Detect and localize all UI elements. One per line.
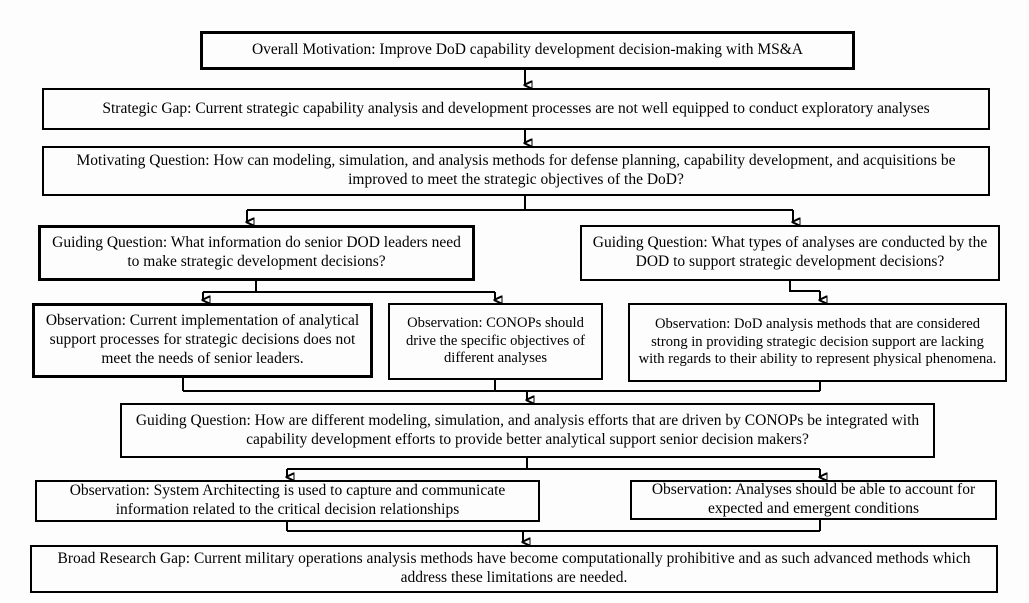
node-strategic-gap: Strategic Gap: Current strategic capabil…	[42, 88, 990, 130]
connector	[287, 458, 820, 470]
node-guiding-question-right: Guiding Question: What types of analyses…	[580, 225, 1000, 281]
node-observation-analytical-support: Observation: Current implementation of a…	[32, 303, 373, 378]
node-overall-motivation: Overall Motivation: Improve DoD capabili…	[200, 31, 855, 70]
node-observation-conditions: Observation: Analyses should be able to …	[630, 480, 997, 520]
node-guiding-question-integration: Guiding Question: How are different mode…	[120, 403, 935, 458]
node-observation-system-architecting: Observation: System Architecting is used…	[35, 480, 540, 522]
connector	[203, 281, 495, 293]
node-observation-conops: Observation: CONOPs should drive the spe…	[388, 303, 603, 380]
connector	[247, 196, 793, 211]
node-observation-dod-methods: Observation: DoD analysis methods that a…	[628, 303, 1007, 382]
node-motivating-question: Motivating Question: How can modeling, s…	[42, 146, 990, 196]
node-broad-research-gap: Broad Research Gap: Current military ope…	[30, 545, 998, 593]
connector	[789, 281, 820, 292]
node-guiding-question-left: Guiding Question: What information do se…	[38, 225, 475, 281]
